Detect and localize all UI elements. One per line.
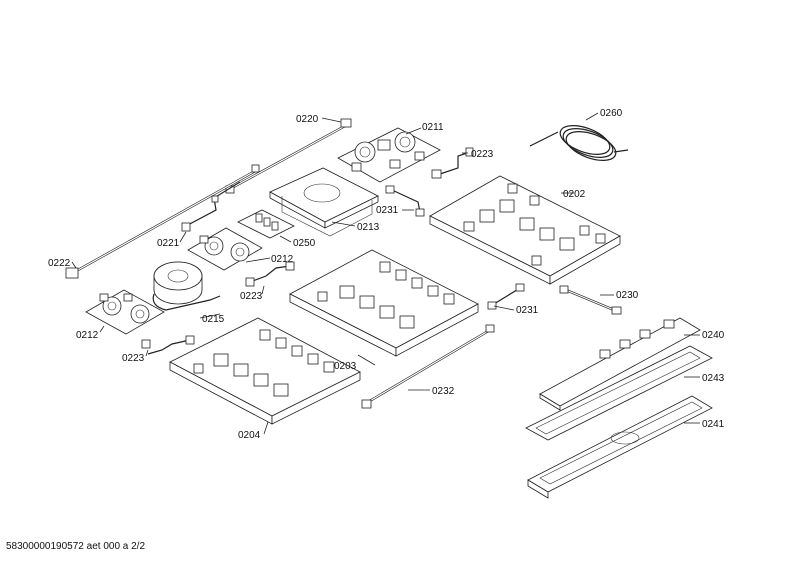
label-0260: 0260 — [600, 108, 623, 119]
label-0223-lower: 0223 — [122, 353, 145, 364]
label-0232: 0232 — [432, 386, 455, 397]
part-0212-filter-board-middle — [187, 227, 263, 271]
label-0213: 0213 — [357, 222, 380, 233]
label-0231-lower: 0231 — [516, 305, 539, 316]
part-0230-cable — [559, 285, 622, 315]
label-0202: 0202 — [563, 189, 586, 200]
part-0215-fan — [152, 261, 221, 311]
part-0222-cable — [65, 164, 260, 279]
part-0250-board — [237, 209, 295, 239]
part-labels: 0220 0211 0223 0260 0202 0231 0213 0221 … — [48, 108, 725, 441]
part-0221-cable — [181, 181, 241, 232]
label-0241: 0241 — [702, 419, 725, 430]
label-0215: 0215 — [202, 314, 225, 325]
part-0223-cable-middle — [245, 261, 295, 287]
label-0212-left: 0212 — [76, 330, 99, 341]
part-0223-cable-lower — [141, 335, 195, 355]
part-0231-cable-top — [385, 185, 425, 217]
label-0243: 0243 — [702, 373, 725, 384]
part-0240-control-board — [539, 317, 701, 411]
part-0204-power-board — [169, 317, 361, 425]
label-0212-middle: 0212 — [271, 254, 294, 265]
label-0203: 0203 — [334, 361, 357, 372]
label-0223-middle: 0223 — [240, 291, 263, 302]
part-0202-power-board — [429, 175, 621, 285]
part-0260-coiled-cable — [529, 125, 629, 161]
part-0211-filter-board — [337, 127, 441, 183]
part-0241-carrier — [527, 395, 713, 499]
label-0230: 0230 — [616, 290, 639, 301]
part-0212-filter-board-left — [85, 289, 165, 335]
label-0220: 0220 — [296, 114, 319, 125]
part-0213-plate — [269, 167, 379, 237]
leader-lines — [71, 112, 700, 435]
part-0231-cable-lower — [487, 283, 525, 310]
part-0243-frame — [525, 345, 713, 441]
document-footer: 58300000190572 aet 000 a 2/2 — [6, 541, 146, 552]
label-0250: 0250 — [293, 238, 316, 249]
label-0204: 0204 — [238, 430, 261, 441]
part-0220-cable — [225, 118, 352, 194]
label-0222: 0222 — [48, 258, 71, 269]
part-0223-cable-top — [431, 147, 474, 179]
label-0211: 0211 — [422, 122, 444, 133]
part-0203-power-board — [289, 249, 479, 357]
label-0223-top: 0223 — [471, 149, 494, 160]
label-0240: 0240 — [702, 330, 725, 341]
label-0221: 0221 — [157, 238, 180, 249]
label-0231-top: 0231 — [376, 205, 399, 216]
part-0232-cable — [361, 324, 495, 409]
